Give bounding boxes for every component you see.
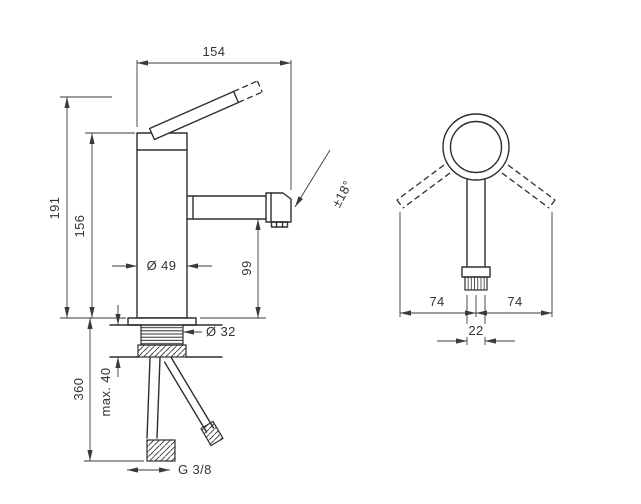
faucet-body (136, 132, 188, 319)
dimension-shank-diameter: Ø 32 (183, 324, 236, 339)
dim-label-aerator-angle: ±18° (329, 178, 356, 210)
faucet-aerator (265, 192, 292, 228)
body-front (466, 178, 486, 268)
faucet-handle-lever (148, 90, 240, 141)
dimension-spout-underside: 99 (200, 219, 266, 319)
dim-label-hose-length: 360 (71, 378, 86, 401)
mounting-deck-lines (109, 324, 223, 358)
dimension-height-to-spout: 156 (72, 132, 135, 318)
base-flange (127, 317, 197, 326)
dim-label-spout-underside: 99 (239, 260, 254, 275)
dim-label-connection-thread: G 3/8 (178, 462, 212, 477)
hose-end-connector (200, 420, 224, 447)
dim-label-total-height: 191 (47, 197, 62, 220)
aerator-front (461, 266, 491, 291)
dim-label-left-offset: 74 (429, 294, 444, 309)
dim-label-spout-reach: 154 (203, 44, 226, 59)
dim-label-body-width: 22 (468, 323, 483, 338)
handle-ring-front (442, 113, 510, 181)
mounting-nut (137, 344, 187, 358)
side-view-drawing: 154 191 156 Ø 49 99 (47, 44, 355, 477)
dimension-front-body-width: 22 (437, 295, 515, 345)
faucet-spout (186, 195, 267, 220)
dim-label-deck-thickness: max. 40 (98, 367, 113, 416)
dimension-front-offsets: 74 74 (399, 212, 553, 317)
g38-connector (146, 439, 176, 462)
dimension-deck-thickness: max. 40 (98, 305, 121, 417)
dimension-aerator-angle: ±18° (294, 149, 356, 210)
dim-label-height-to-spout: 156 (72, 215, 87, 238)
dimension-hose-length: 360 (71, 318, 144, 462)
supply-hoses (146, 357, 224, 447)
dimension-spout-reach: 154 (136, 44, 292, 190)
dimension-total-height: 191 (47, 96, 126, 319)
handle-swivel-right-dashed (501, 164, 556, 209)
front-view-drawing: 74 74 22 (396, 113, 556, 345)
dim-label-body-diameter: Ø 49 (147, 258, 177, 273)
dimension-body-diameter: Ø 49 (112, 258, 212, 273)
handle-swivel-left-dashed (396, 164, 451, 209)
dim-label-right-offset: 74 (507, 294, 522, 309)
label-mask (466, 324, 486, 337)
handle-travel-dashed (233, 80, 263, 104)
dimension-connection-thread: G 3/8 (127, 462, 212, 477)
dim-label-shank-diameter: Ø 32 (206, 324, 236, 339)
threaded-shank (140, 324, 184, 346)
